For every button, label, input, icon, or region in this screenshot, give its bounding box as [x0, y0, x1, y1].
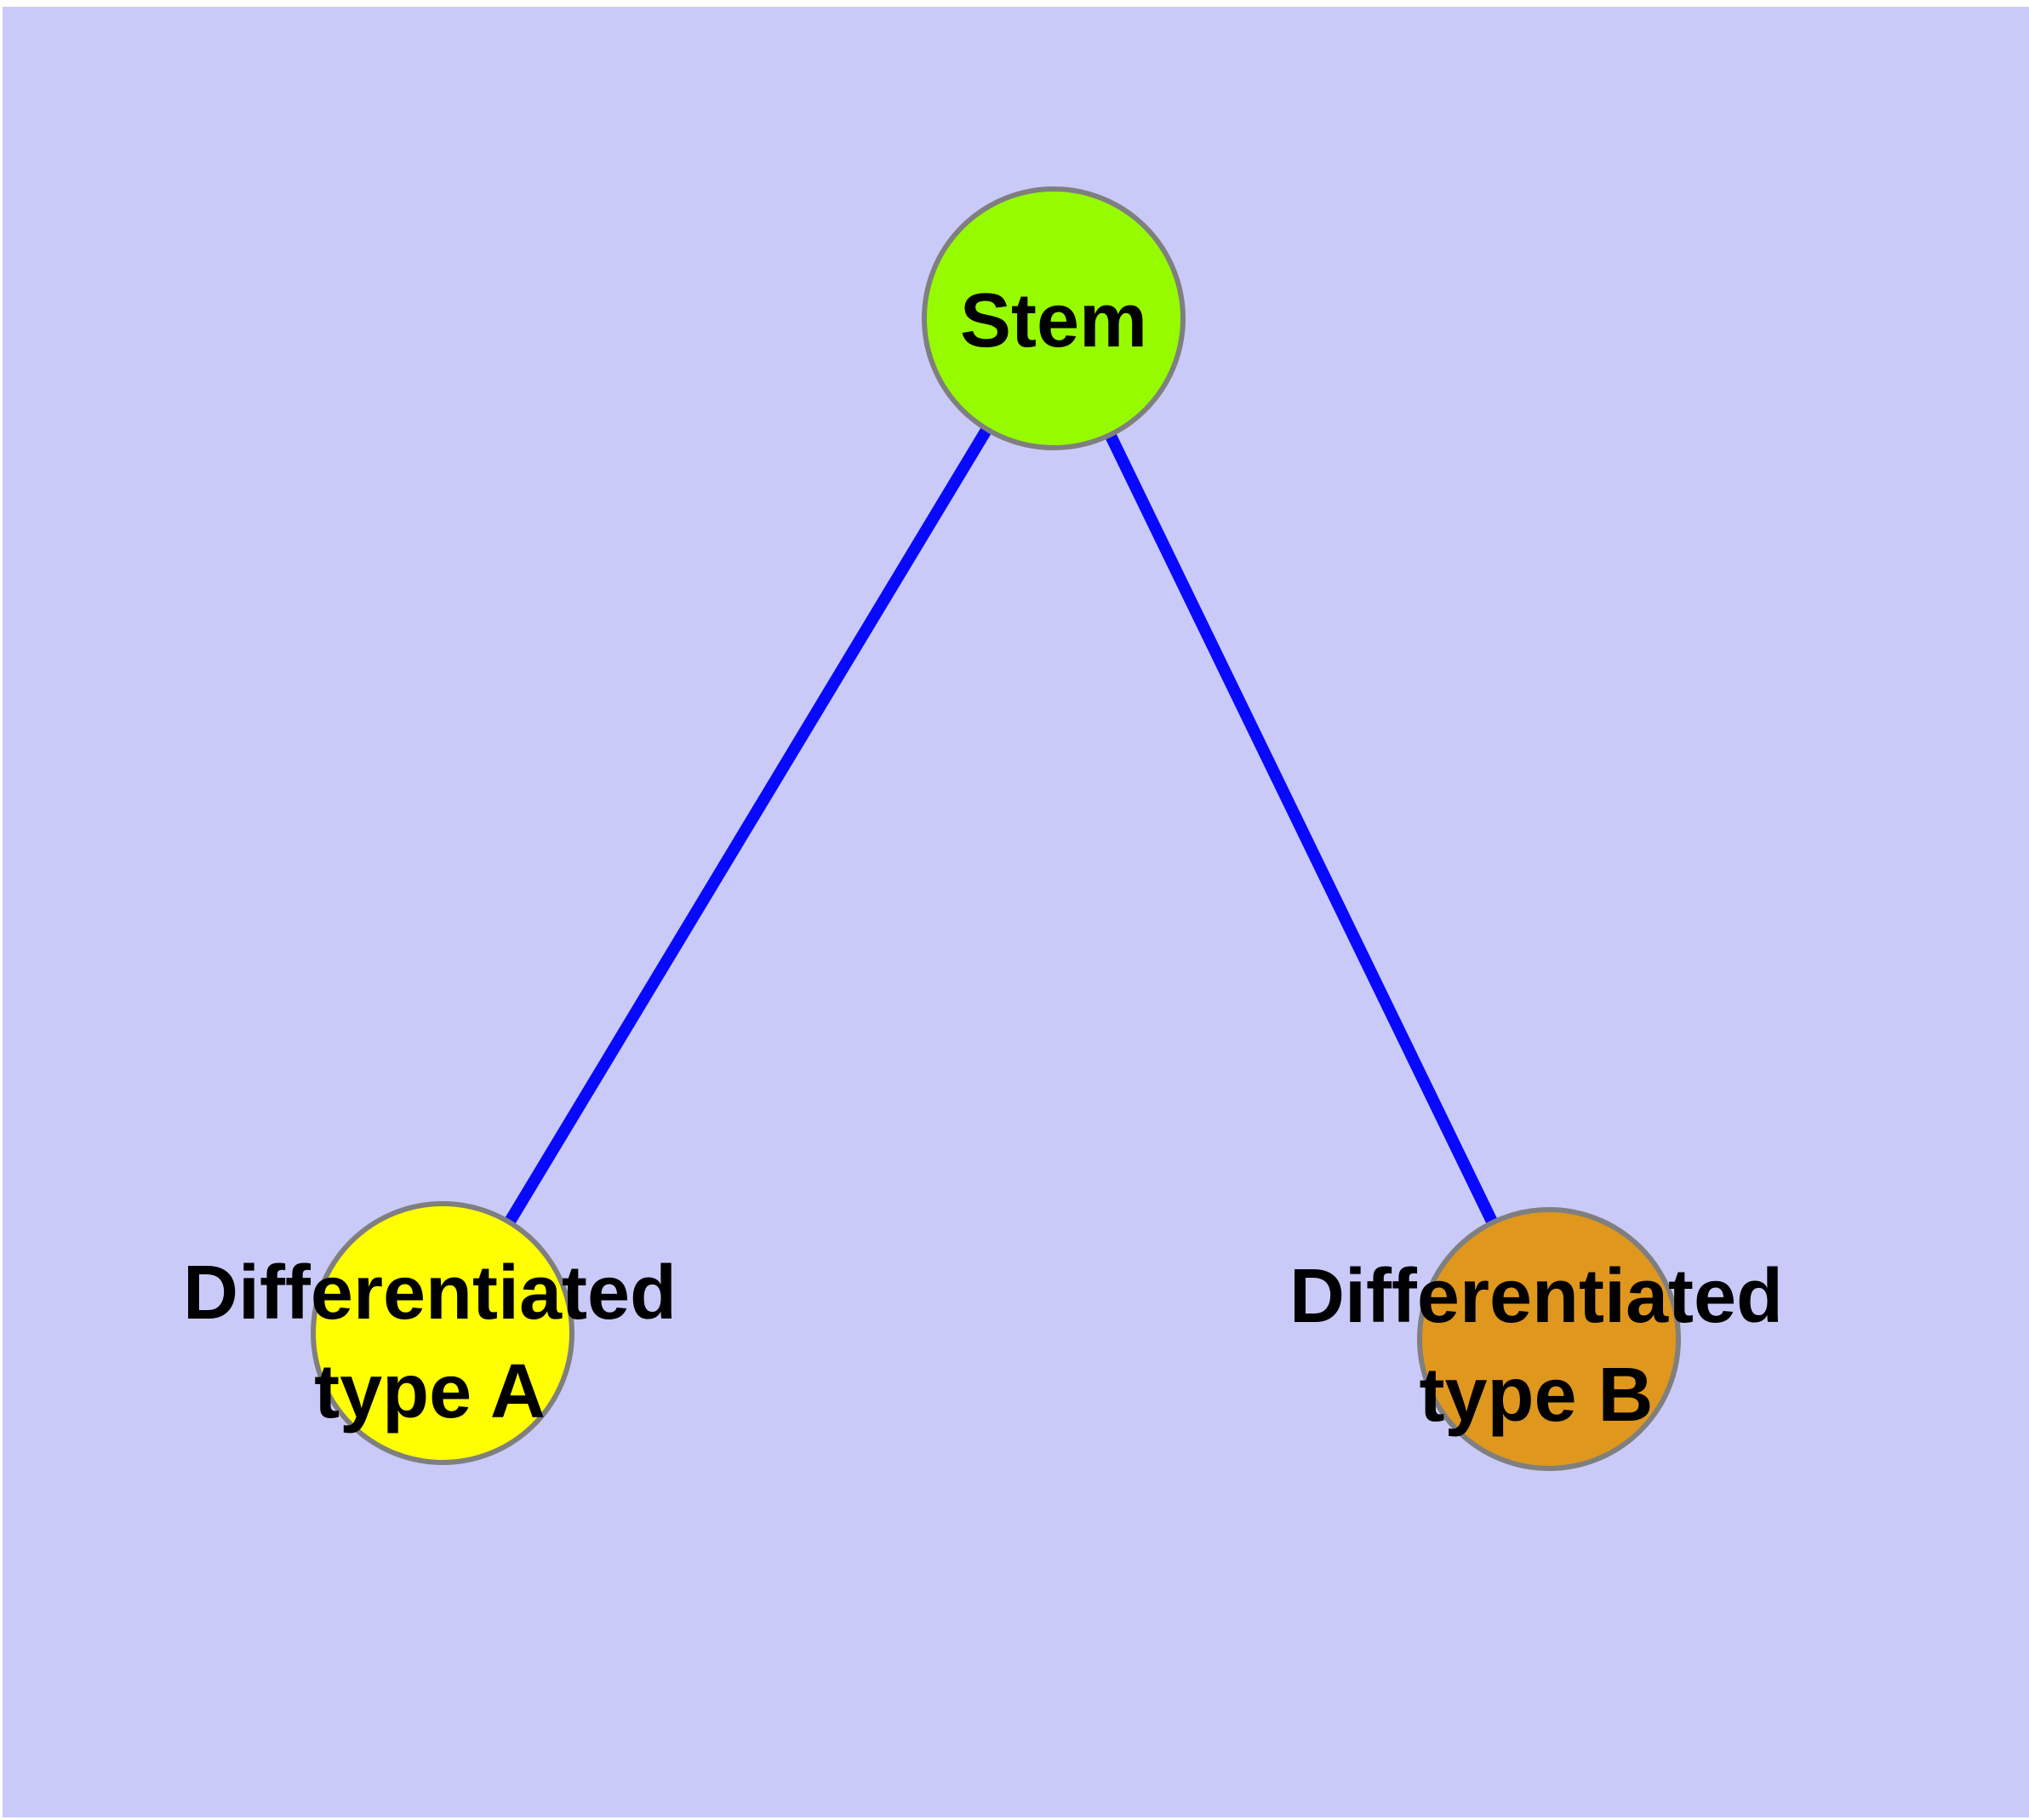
- edge-stem-to-type-a: [437, 315, 1059, 1336]
- node-stem-circle[interactable]: [922, 186, 1186, 450]
- edge-stem-to-type-b: [1048, 315, 1555, 1342]
- node-type-b-label-line1: Differentiated: [1289, 1254, 1783, 1339]
- node-type-b-circle[interactable]: [1417, 1207, 1681, 1471]
- node-stem-label: Stem: [960, 278, 1147, 363]
- node-type-a-circle[interactable]: [311, 1201, 574, 1465]
- node-type-a-label-line1: Differentiated: [183, 1251, 677, 1336]
- node-type-b-label-line2: type B: [1419, 1353, 1653, 1438]
- node-type-a-label-line2: type A: [314, 1349, 546, 1434]
